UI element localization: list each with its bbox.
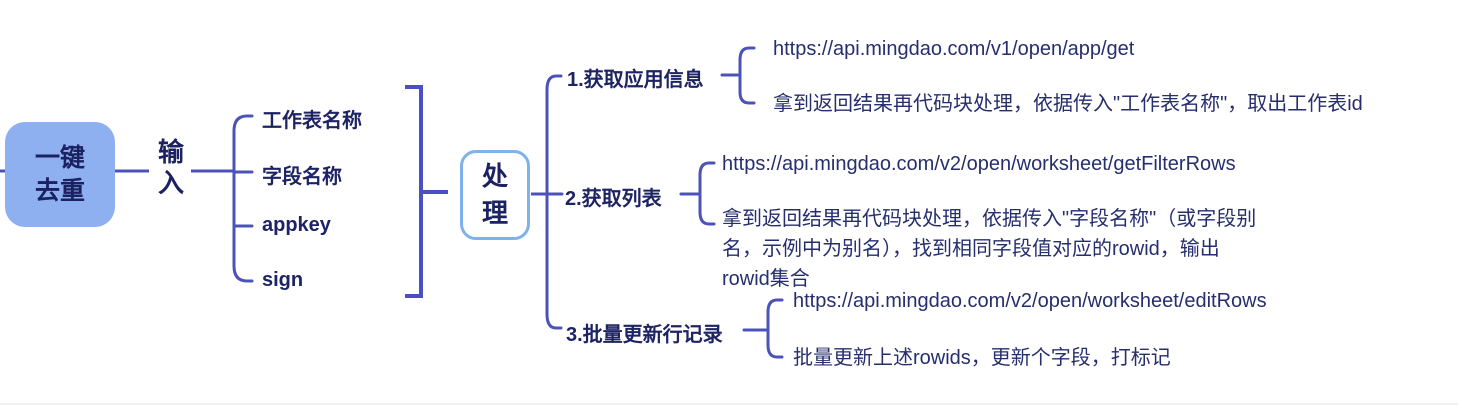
step-node-batch-update-rows[interactable]: 3.批量更新行记录: [566, 324, 723, 346]
step-node-get-list[interactable]: 2.获取列表: [565, 188, 662, 210]
step3-note[interactable]: 批量更新上述rowids，更新个字段，打标记: [793, 347, 1171, 369]
input-child-worksheet-name[interactable]: 工作表名称: [262, 110, 362, 132]
step3-api-url[interactable]: https://api.mingdao.com/v2/open/workshee…: [793, 290, 1267, 312]
root-label-line1: 一键: [34, 143, 85, 172]
root-node-dedup[interactable]: 一键 去重: [5, 122, 115, 227]
window-bottom-edge: [0, 403, 1458, 405]
step2-api-url[interactable]: https://api.mingdao.com/v2/open/workshee…: [722, 153, 1236, 175]
input-label-line1: 输: [157, 137, 184, 167]
input-label-line2: 入: [157, 168, 184, 198]
input-group-bracket: [405, 85, 423, 298]
process-label-line2: 理: [481, 198, 508, 228]
connector-step1-brace: [738, 46, 756, 105]
input-child-appkey[interactable]: appkey: [262, 214, 331, 236]
step1-note[interactable]: 拿到返回结果再代码块处理，依据传入"工作表名称"，取出工作表id: [773, 93, 1363, 115]
process-label-line1: 处: [481, 161, 508, 191]
input-child-field-name[interactable]: 字段名称: [262, 166, 342, 188]
input-child-sign[interactable]: sign: [262, 269, 304, 291]
branch-node-process[interactable]: 处 理: [460, 150, 530, 240]
branch-node-input[interactable]: 输 入: [150, 137, 192, 199]
step-node-get-app-info[interactable]: 1.获取应用信息: [567, 69, 704, 91]
connector-step2-brace: [698, 161, 716, 226]
connector-step3-brace: [766, 298, 784, 359]
step1-api-url[interactable]: https://api.mingdao.com/v1/open/app/get: [773, 38, 1135, 60]
connector-steps-brace: [545, 74, 563, 330]
connector-input-children-brace: [232, 114, 254, 283]
step2-note[interactable]: 拿到返回结果再代码块处理，依据传入"字段名称"（或字段别名，示例中为别名），找到…: [722, 208, 1257, 290]
root-label-line2: 去重: [34, 176, 85, 205]
